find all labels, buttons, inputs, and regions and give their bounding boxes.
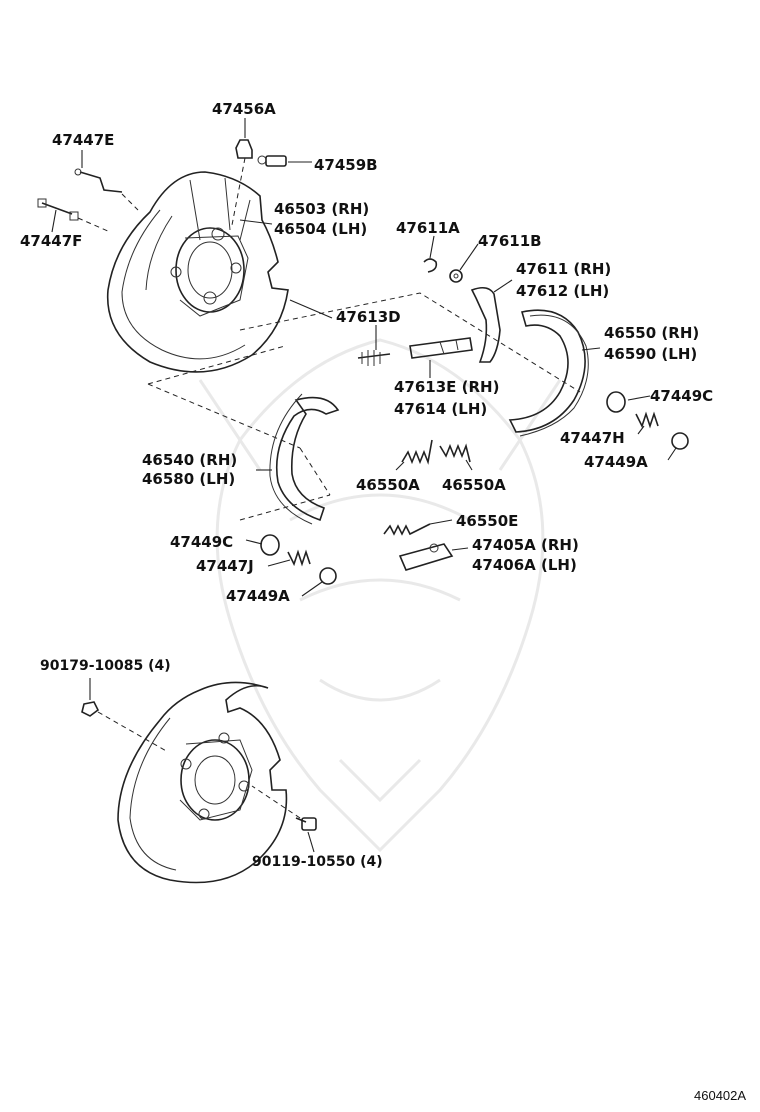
brake-shoe-46540 [256,393,340,525]
label-47614: 47614 (LH) [394,400,487,418]
label-47449C-right: 47449C [650,387,713,405]
label-46590: 46590 (LH) [604,345,697,363]
label-46503: 46503 (RH) [274,200,369,218]
lever-47611 [470,279,513,363]
cap-47449A-left [301,567,337,597]
washer-47611B [449,243,479,283]
plug-47459B [257,155,312,167]
label-47447E: 47447E [52,131,114,149]
label-47459B: 47459B [314,156,378,174]
label-90119-10550: 90119-10550 (4) [252,854,383,870]
label-47449A-right: 47449A [584,453,648,471]
spring-47447H [635,411,659,435]
wheel-cylinder-47405A [398,543,469,571]
brake-shoe-46550 [508,309,601,437]
spring-46550A-2 [439,443,473,471]
label-47406A: 47406A (LH) [472,556,577,574]
label-46580: 46580 (LH) [142,470,235,488]
label-47405A: 47405A (RH) [472,536,579,554]
label-47611: 47611 (RH) [516,260,611,278]
label-46504: 46504 (LH) [274,220,367,238]
label-47447J: 47447J [196,557,254,575]
label-47613E: 47613E (RH) [394,378,499,396]
label-46550A-1: 46550A [356,476,420,494]
label-46550E: 46550E [456,512,518,530]
figure-id: 460402A [694,1088,746,1103]
bolt-90179 [81,678,169,753]
dust-shield-assembly [117,681,288,884]
clip-47611A [423,235,438,273]
backing-plate-assembly [106,171,289,373]
cup-47449C-right [606,391,651,413]
label-47612: 47612 (LH) [516,282,609,300]
spring-46550A-1 [395,439,433,471]
label-46540: 46540 (RH) [142,451,237,469]
grommet-47456A [231,118,253,226]
bolt-90119 [251,785,317,853]
spring-47447J [267,549,311,567]
pin-47447E [74,150,139,211]
label-47613D: 47613D [336,308,401,326]
adjuster-47613D [357,325,391,366]
label-47456A: 47456A [212,100,276,118]
label-90179-10085: 90179-10085 (4) [40,658,171,674]
cap-47449A-right [667,432,689,461]
label-47447H: 47447H [560,429,625,447]
label-46550: 46550 (RH) [604,324,699,342]
cup-47449C-left [245,534,280,556]
strut-47613E [409,337,473,378]
label-47449A-left: 47449A [226,587,290,605]
label-47611B: 47611B [478,232,542,250]
label-46550A-2: 46550A [442,476,506,494]
spring-46550E [383,519,453,536]
pin-47447F [37,198,111,233]
label-47447F: 47447F [20,232,82,250]
label-47611A: 47611A [396,219,460,237]
label-47449C-left: 47449C [170,533,233,551]
watermark-emblem [198,338,562,853]
